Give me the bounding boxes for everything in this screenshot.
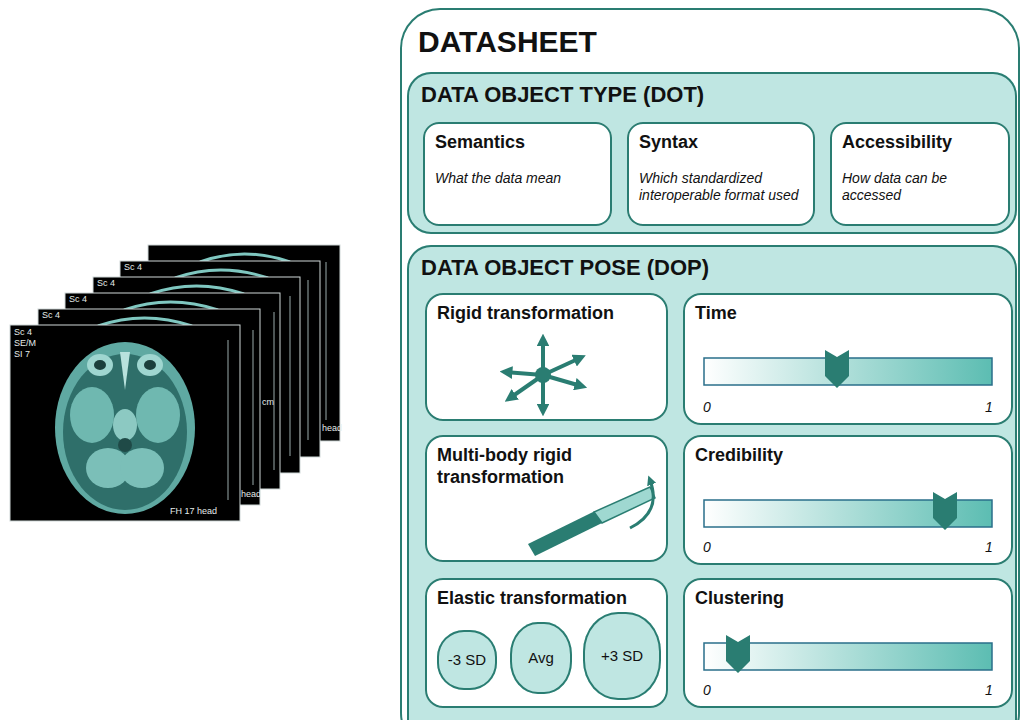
text-slot: 1 (985, 682, 1005, 699)
text-slot: Sc 4 (42, 311, 60, 321)
multibody-box: Multi-body rigid transformation (425, 435, 668, 562)
text-slot: How data can be accessed (842, 170, 1000, 204)
box-heading: Credibility (695, 445, 1003, 467)
text-slot: Multi-body rigid transformation (437, 445, 597, 489)
scan-annotation: FH 17 head (170, 507, 217, 517)
text-slot: cm (262, 398, 274, 408)
scale-label: 0 (703, 399, 723, 416)
text-slot: 0 (703, 539, 723, 556)
mri-slice-stack (10, 245, 340, 521)
box-text: How data can be accessed (842, 170, 1000, 204)
box-text: What the data mean (435, 170, 602, 187)
box-heading: Rigid transformation (437, 303, 658, 325)
datasheet-panel: DATASHEET DATA OBJECT TYPE (DOT) Semantics… (400, 8, 1020, 720)
text-slot: What the data mean (435, 170, 602, 187)
scan-annotation: Sc 4 (69, 295, 87, 305)
text-slot: +3 SD (583, 647, 661, 665)
box-heading: -3 SD (437, 651, 497, 669)
scale-label: 0 (703, 682, 723, 699)
scan-annotation: SE/M (14, 339, 36, 349)
shape-blob: +3 SD (583, 612, 661, 700)
text-slot: Time (695, 303, 1003, 325)
text-slot: head (322, 424, 342, 434)
text-slot: Sc 4 (69, 295, 87, 305)
text-slot: Syntax (639, 132, 805, 154)
text-slot: head (241, 490, 261, 500)
credibility-slider (704, 492, 992, 530)
scale-label: 1 (985, 682, 1005, 699)
scan-annotation: Sc 4 (97, 279, 115, 289)
rigid-transformation-icon (506, 340, 581, 410)
scan-annotation: Sc 4 (14, 328, 32, 338)
clustering-box: Clustering 0 1 (683, 578, 1013, 708)
text-slot: Which standardized interoperable format … (639, 170, 805, 204)
box-text: Which standardized interoperable format … (639, 170, 805, 204)
scale-label: 1 (985, 539, 1005, 556)
text-slot: Elastic transformation (437, 588, 658, 610)
box-heading: Elastic transformation (437, 588, 658, 610)
text-slot: Sc 4 (97, 279, 115, 289)
text-slot: Avg (510, 649, 572, 667)
box-heading: Multi-body rigid transformation (437, 445, 597, 489)
text-slot: Accessibility (842, 132, 1000, 154)
box-heading: Clustering (695, 588, 1003, 610)
semantics-box: SemanticsWhat the data mean (423, 122, 612, 226)
scan-annotation: head (322, 424, 342, 434)
text-slot: Clustering (695, 588, 1003, 610)
text-slot: Rigid transformation (437, 303, 658, 325)
box-heading: DATA OBJECT POSE (DOP) (421, 255, 1007, 282)
dot-section: DATA OBJECT TYPE (DOT) SemanticsWhat the … (407, 72, 1017, 234)
scan-annotation: cm (262, 398, 274, 408)
shape-blob: -3 SD (437, 630, 497, 690)
text-slot: 1 (985, 399, 1005, 416)
dop-section: DATA OBJECT POSE (DOP) Rigid transformati… (407, 245, 1017, 720)
syntax-box: SyntaxWhich standardized interoperable f… (627, 122, 815, 226)
box-heading: DATA OBJECT TYPE (DOT) (421, 82, 1007, 109)
multi-body-icon (528, 480, 655, 556)
box-heading: Semantics (435, 132, 602, 154)
text-slot: -3 SD (437, 651, 497, 669)
elastic-box: Elastic transformation -3 SD Avg +3 SD (425, 578, 668, 708)
scan-annotation: head (241, 490, 261, 500)
box-heading: Time (695, 303, 1003, 325)
box-heading: Avg (510, 649, 572, 667)
scan-annotation: Sc 4 (42, 311, 60, 321)
text-slot: DATA OBJECT POSE (DOP) (421, 255, 1007, 282)
box-heading: Accessibility (842, 132, 1000, 154)
text-slot: 1 (985, 539, 1005, 556)
text-slot: 0 (703, 399, 723, 416)
scan-annotation: SI 7 (14, 350, 30, 360)
text-slot: Credibility (695, 445, 1003, 467)
text-slot: SE/M (14, 339, 36, 349)
accessibility-box: AccessibilityHow data can be accessed (830, 122, 1010, 226)
scan-annotation: Sc 4 (124, 263, 142, 273)
scale-label: 0 (703, 539, 723, 556)
time-box: Time 0 1 (683, 293, 1013, 425)
credibility-box: Credibility 0 1 (683, 435, 1013, 565)
text-slot: SI 7 (14, 350, 30, 360)
text-slot: 0 (703, 682, 723, 699)
text-slot: DATA OBJECT TYPE (DOT) (421, 82, 1007, 109)
text-slot: Sc 4 (14, 328, 32, 338)
text-slot: FH 17 head (170, 507, 217, 517)
rigid-box: Rigid transformation (425, 293, 668, 421)
shape-blob: Avg (510, 622, 572, 694)
time-slider (704, 350, 992, 388)
text-slot: DATASHEET (418, 24, 1010, 61)
text-slot: Sc 4 (124, 263, 142, 273)
box-heading: +3 SD (583, 647, 661, 665)
clustering-slider (704, 635, 992, 673)
text-slot: Semantics (435, 132, 602, 154)
box-heading: DATASHEET (418, 24, 1010, 61)
box-heading: Syntax (639, 132, 805, 154)
scale-label: 1 (985, 399, 1005, 416)
